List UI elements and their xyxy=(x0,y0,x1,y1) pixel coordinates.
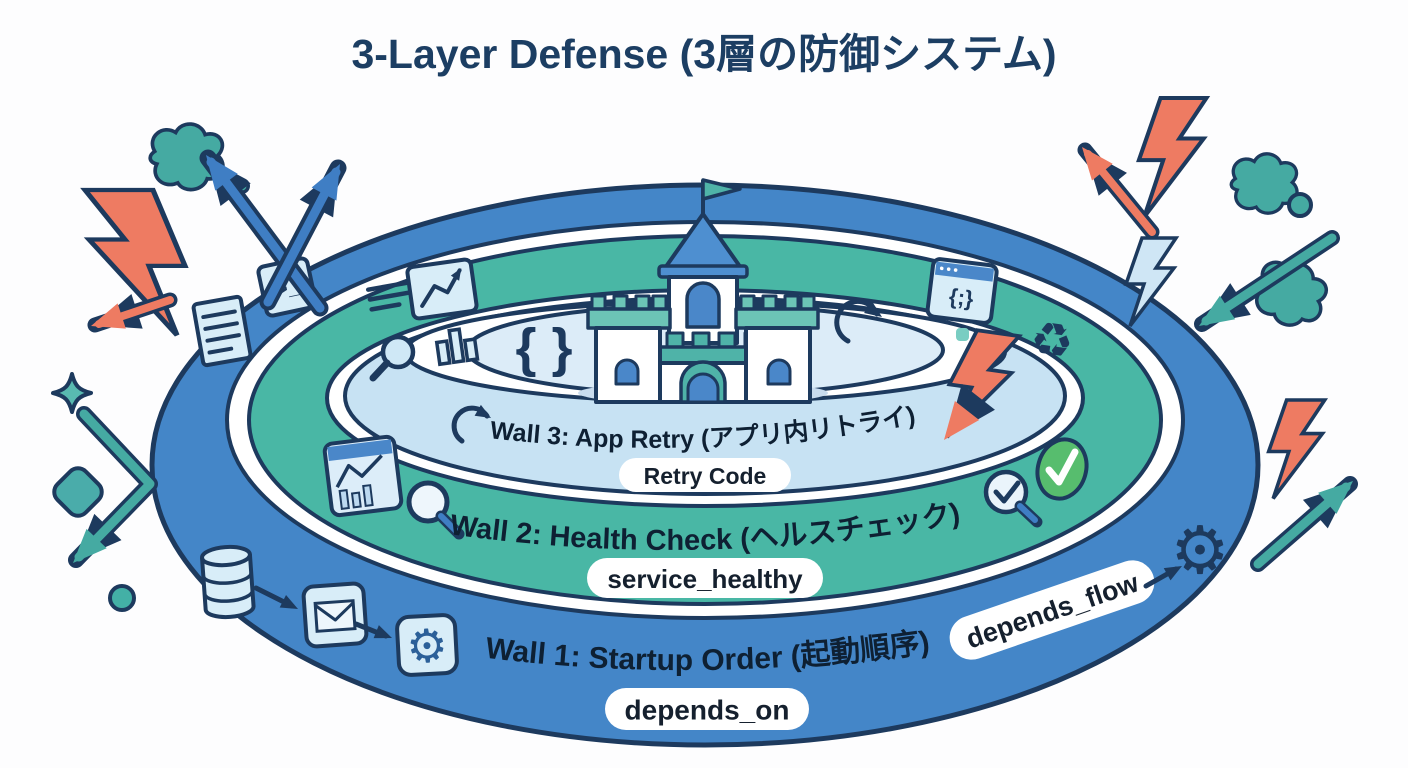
code-glyph: {;} xyxy=(948,284,976,312)
wall3-badge-label: Retry Code xyxy=(644,463,767,489)
database-icon xyxy=(200,544,256,620)
teal-chip xyxy=(956,328,969,341)
wall2-badge: service_healthy xyxy=(587,558,823,598)
gear-icon-small: ⚙ xyxy=(405,619,449,673)
attack-arrow-teal-right xyxy=(1191,230,1340,340)
wall2-badge-label: service_healthy xyxy=(607,564,803,594)
sparkle-icon xyxy=(51,372,93,414)
castle-keep-window xyxy=(685,281,721,329)
teal-dot xyxy=(108,584,136,612)
deflected-arrow-blue-2 xyxy=(259,157,355,311)
magnifier-icon-wall2 xyxy=(406,480,465,540)
magnifier-check-icon xyxy=(983,469,1043,528)
deflected-arrow-red-right xyxy=(1070,138,1160,240)
page-title: 3-Layer Defense (3層の防御システム) xyxy=(351,31,1056,77)
teal-dot-right xyxy=(1287,192,1313,218)
diamond-shape xyxy=(52,466,104,518)
deflected-arrow-orange-left xyxy=(86,292,178,343)
code-window-icon: {;} xyxy=(925,257,999,325)
wall3-badge: Retry Code xyxy=(619,458,791,492)
flow-arrow-2 xyxy=(353,621,395,645)
castle-flag xyxy=(701,178,742,201)
line-chart-icon xyxy=(405,257,479,321)
lines-icon xyxy=(365,280,412,312)
refresh-icon-courtyard xyxy=(834,298,887,344)
wall1-badge-label: depends_on xyxy=(625,695,790,726)
flow-arrow-to-gear xyxy=(1143,559,1186,589)
deflected-arrow-teal-right xyxy=(1250,469,1363,572)
attack-bolt-top-right xyxy=(1139,98,1207,217)
check-circle-icon xyxy=(1035,437,1089,501)
gear-icon-right: ⚙ xyxy=(1170,513,1229,587)
wall1-badge: depends_on xyxy=(605,688,809,730)
magnifier-icon-top xyxy=(369,334,416,382)
bar-chart-icon xyxy=(434,327,480,367)
recycle-icon: ♻ xyxy=(1027,312,1077,370)
deflected-arrow-blue-1 xyxy=(192,146,329,317)
gear-box-icon: ⚙ xyxy=(395,613,459,677)
deflected-arrow-teal-left xyxy=(62,406,158,574)
castle xyxy=(586,178,820,404)
envelope-icon xyxy=(301,581,369,649)
attack-bolt-mid-right xyxy=(1266,398,1327,501)
braces-icon: { } xyxy=(515,318,572,378)
castle-door xyxy=(686,372,720,404)
flow-arrow-1 xyxy=(253,585,302,616)
monitor-chart-icon xyxy=(322,434,404,518)
castle-tower-right xyxy=(734,294,820,404)
document-icon xyxy=(191,294,253,368)
castle-tower-left xyxy=(586,294,672,404)
refresh-icon-wall3 xyxy=(451,404,495,444)
